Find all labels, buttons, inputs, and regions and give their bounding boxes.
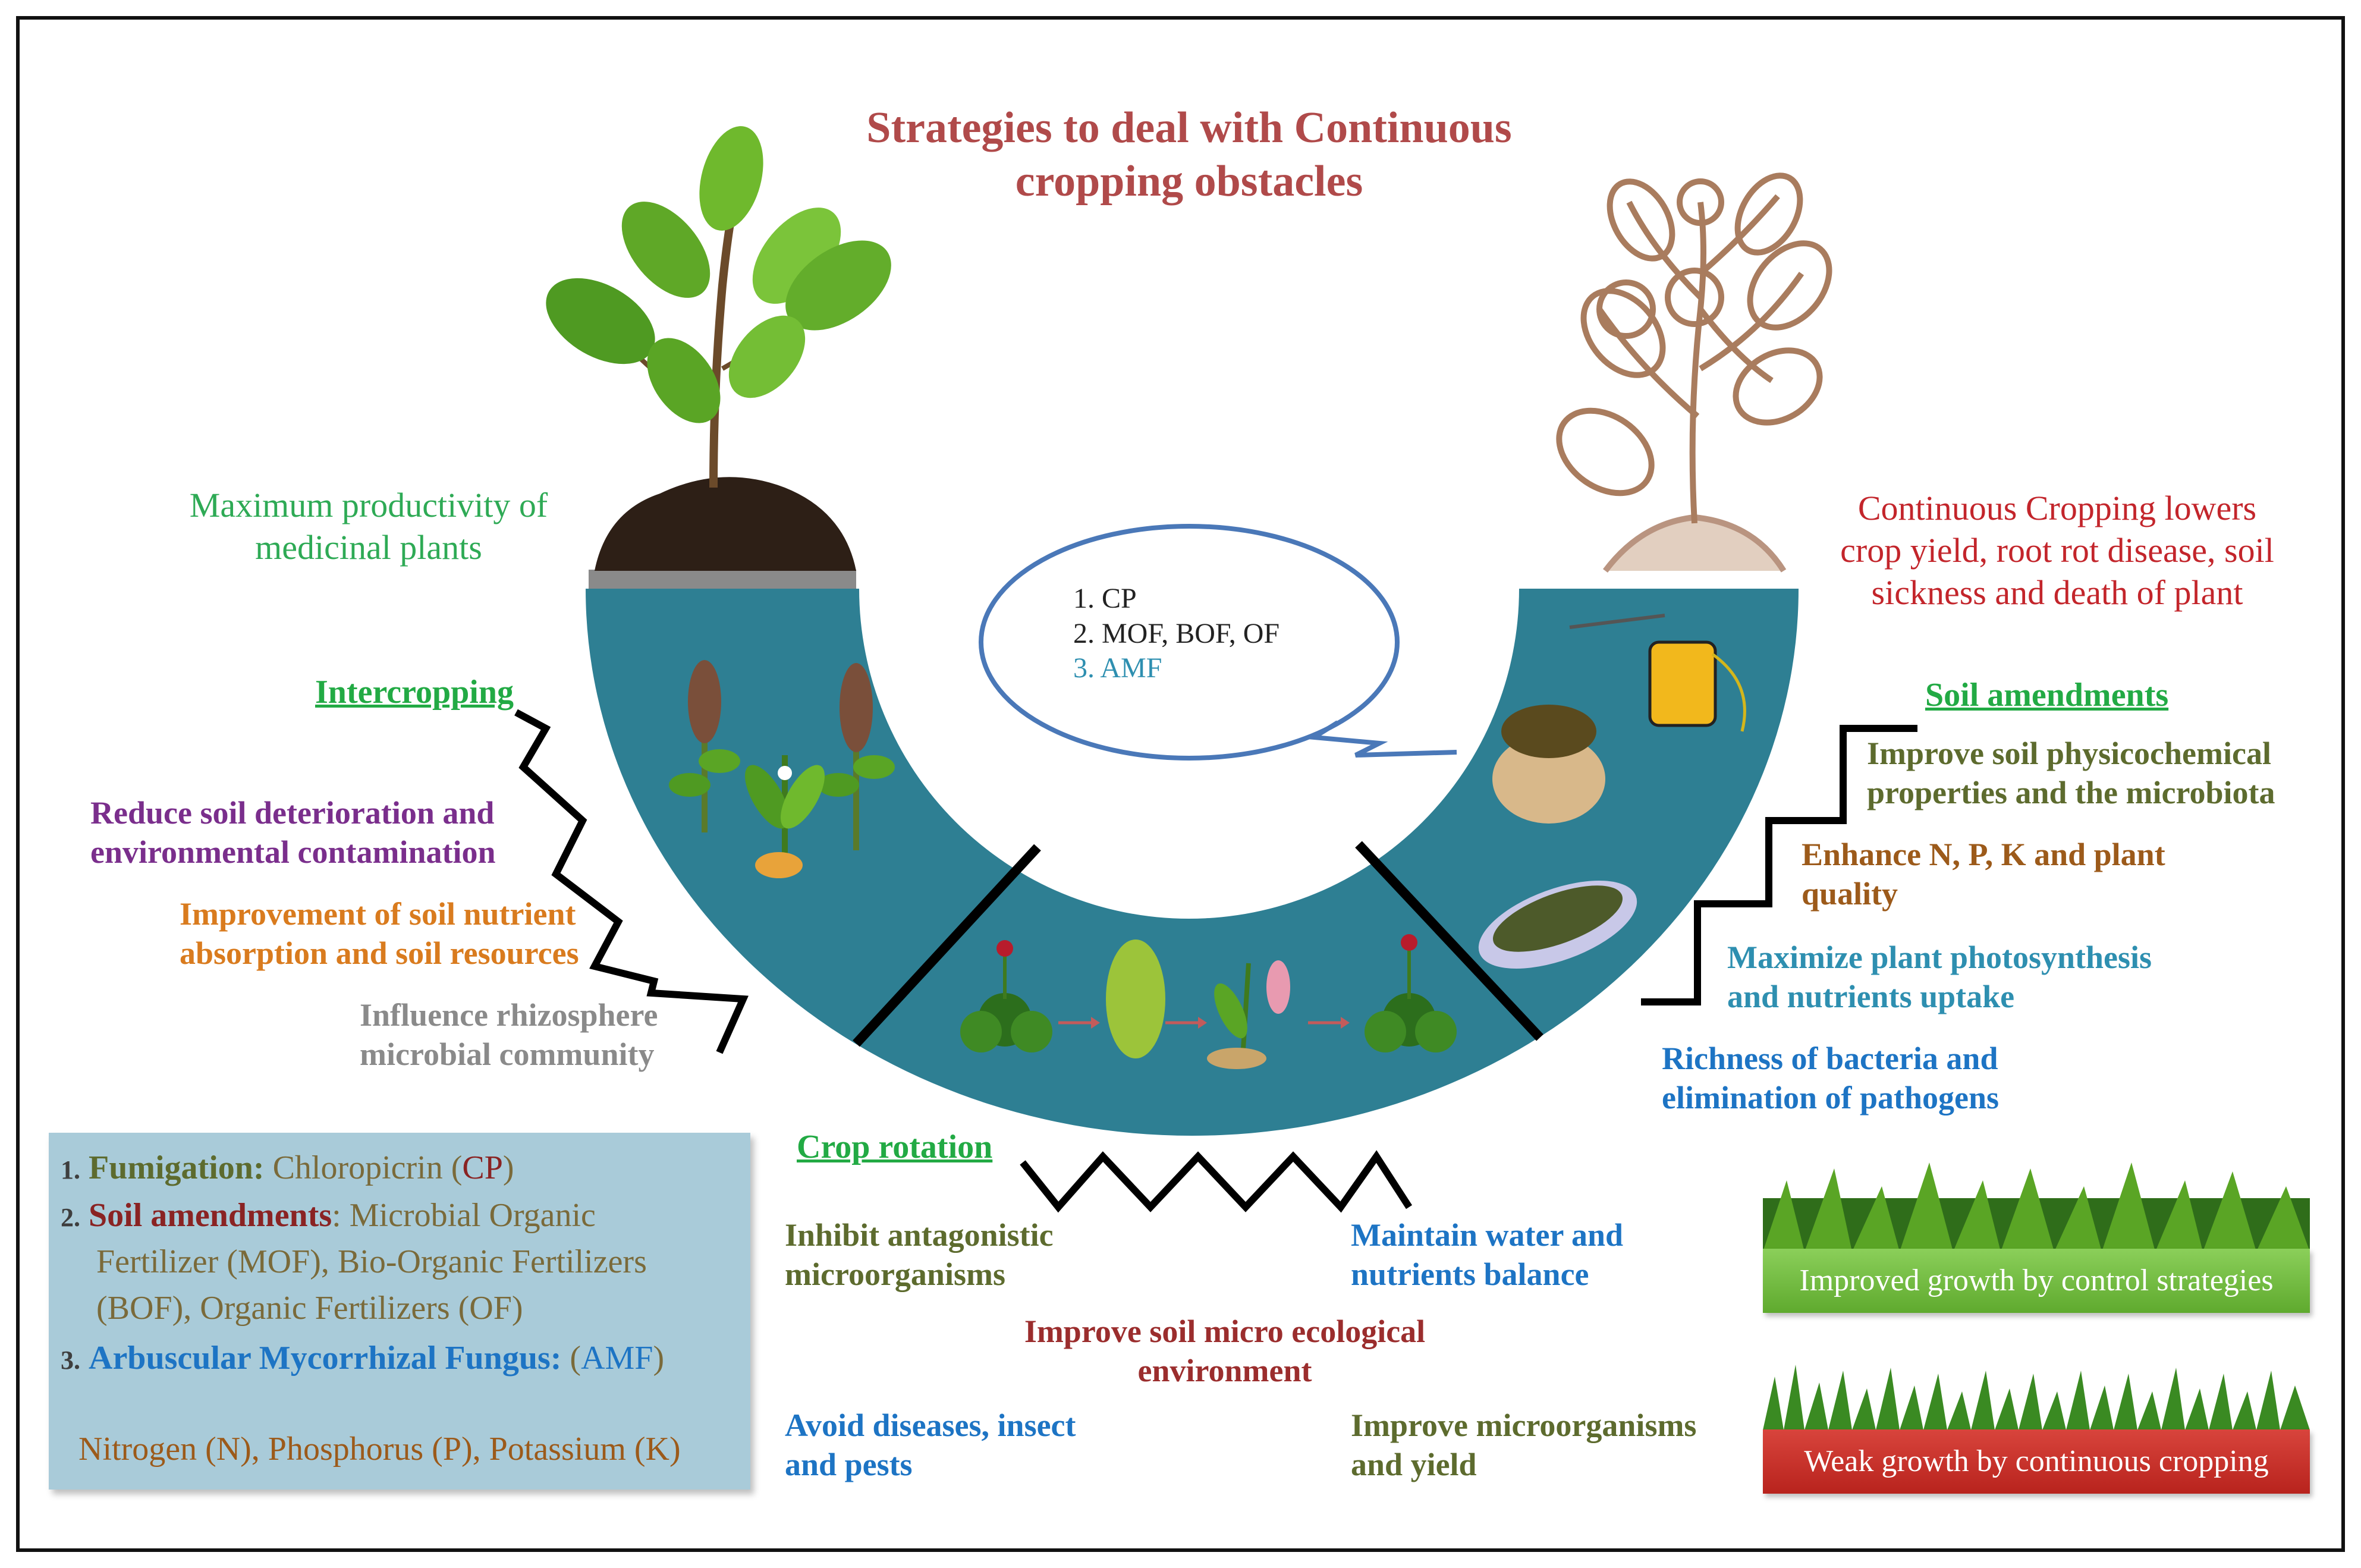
ring-divider-right [1355, 841, 1543, 1041]
soil-amendments-benefit-1: Improve soil physicochemical properties … [1867, 734, 2275, 813]
soil-amendments-benefit-4: Richness of bacteria and elimination of … [1662, 1039, 1999, 1118]
soil-amendments-staircase [1641, 725, 1917, 1005]
ellipse-item-3: 3. AMF [1073, 652, 1162, 684]
weak-growth-bar: Weak growth by continuous cropping [1763, 1429, 2310, 1494]
left-caption: Maximum productivity of medicinal plants [155, 485, 583, 569]
intercropping-benefit-1: Reduce soil deterioration and environmen… [90, 794, 496, 872]
benefit-line: and pests [785, 1446, 913, 1482]
legend-row-3: 3.Arbuscular Mycorrhizal Fungus: (AMF) [61, 1340, 665, 1377]
left-caption-line-1: Maximum productivity of [189, 486, 548, 524]
benefit-line: Inhibit antagonistic [785, 1217, 1054, 1253]
legend-row-1: 1.Fumigation: Chloropicrin (CP) [61, 1149, 514, 1186]
left-caption-line-2: medicinal plants [255, 527, 482, 567]
benefit-line: Maximize plant photosynthesis [1727, 939, 2152, 975]
healthy-plant-icon [546, 126, 891, 589]
ring-divider-left [853, 844, 1041, 1047]
semicircle-ring [586, 589, 1799, 1136]
right-caption-line-1: Continuous Cropping lowers [1857, 489, 2257, 527]
benefit-line: Improve soil physicochemical [1867, 736, 2271, 771]
legend-npk: Nitrogen (N), Phosphorus (P), Potassium … [78, 1431, 681, 1468]
legend-num: 1. [61, 1155, 80, 1184]
right-caption-line-2: crop yield, root rot disease, soil [1840, 530, 2274, 570]
benefit-line: Improve soil micro ecological [1024, 1314, 1426, 1349]
legend-key: Fumigation: [89, 1149, 265, 1186]
legend-value: Chloropicrin [272, 1149, 443, 1186]
weak-grass-icon [1763, 1365, 2310, 1430]
withered-plant-icon [1556, 172, 1832, 573]
soil-amendments-heading: Soil amendments [1925, 677, 2169, 714]
benefit-line: Richness of bacteria and [1662, 1041, 1998, 1076]
legend-abbr: CP [462, 1149, 503, 1186]
right-caption: Continuous Cropping lowers crop yield, r… [1784, 488, 2331, 614]
ellipse-list: 1. CP 2. MOF, BOF, OF 3. AMF [1073, 582, 1279, 686]
soil-amendments-benefit-2: Enhance N, P, K and plant quality [1802, 835, 2165, 914]
crop-rotation-benefit-3: Improve soil micro ecological environmen… [999, 1312, 1451, 1391]
benefit-line: absorption and soil resources [180, 935, 579, 971]
benefit-line: environmental contamination [90, 834, 496, 870]
intercropping-benefit-2: Improvement of soil nutrient absorption … [180, 895, 579, 973]
ellipse-item-1: 1. CP [1073, 583, 1137, 614]
diagram-title: Strategies to deal with Continuous cropp… [767, 101, 1611, 209]
legend-abbr: AMF [581, 1340, 653, 1377]
soil-amendments-benefit-3: Maximize plant photosynthesis and nutrie… [1727, 938, 2152, 1017]
healthy-grass-icon [1763, 1162, 2310, 1252]
speech-bubble [979, 524, 1457, 761]
title-line-1: Strategies to deal with Continuous [866, 103, 1512, 152]
benefit-line: microbial community [360, 1036, 655, 1072]
benefit-line: Influence rhizosphere [360, 997, 658, 1033]
legend-row-2: 2. Soil amendments: Microbial Organic [61, 1192, 727, 1239]
benefit-line: environment [1137, 1352, 1312, 1388]
legend-num: 3. [61, 1346, 80, 1375]
benefit-line: quality [1802, 875, 1898, 912]
crop-rotation-benefit-5: Improve microorganisms and yield [1351, 1406, 1696, 1485]
benefit-line: Avoid diseases, insect [785, 1407, 1076, 1443]
crop-rotation-benefit-2: Maintain water and nutrients balance [1351, 1216, 1623, 1294]
intercrop-plants-icon [669, 660, 895, 878]
intercropping-heading: Intercropping [315, 674, 514, 711]
benefit-line: and yield [1351, 1446, 1477, 1482]
legend-value: : Microbial Organic [332, 1197, 596, 1234]
legend-key: Soil amendments [89, 1197, 332, 1234]
crop-rotation-heading: Crop rotation [797, 1129, 993, 1165]
legend-key: Arbuscular Mycorrhizal Fungus: [89, 1340, 562, 1377]
benefit-line: Reduce soil deterioration and [90, 795, 495, 831]
benefit-line: Improvement of soil nutrient [180, 896, 576, 932]
benefit-line: microorganisms [785, 1256, 1005, 1292]
crop-rotation-benefit-1: Inhibit antagonistic microorganisms [785, 1216, 1054, 1294]
improved-growth-bar: Improved growth by control strategies [1763, 1249, 2310, 1313]
benefit-line: elimination of pathogens [1662, 1079, 2000, 1115]
benefit-line: Enhance N, P, K and plant [1802, 837, 2165, 872]
crop-rotation-sequence-icon [960, 934, 1457, 1069]
legend-num: 2. [61, 1203, 80, 1232]
right-caption-line-3: sickness and death of plant [1871, 573, 2243, 612]
soil-amendment-items-icon [1478, 614, 1746, 969]
crop-rotation-zigzag [1020, 1150, 1413, 1213]
benefit-line: nutrients balance [1351, 1256, 1589, 1292]
benefit-line: Maintain water and [1351, 1217, 1624, 1253]
benefit-line: properties and the microbiota [1867, 774, 2275, 810]
benefit-line: and nutrients uptake [1727, 978, 2015, 1014]
legend-row-2c: (BOF), Organic Fertilizers (OF) [96, 1290, 523, 1327]
benefit-line: Improve microorganisms [1351, 1407, 1697, 1443]
legend-row-2b: Fertilizer (MOF), Bio-Organic Fertilizer… [96, 1243, 647, 1280]
crop-rotation-benefit-4: Avoid diseases, insect and pests [785, 1406, 1076, 1485]
outer-frame [16, 16, 2345, 1552]
title-line-2: cropping obstacles [1015, 157, 1363, 206]
ellipse-item-2: 2. MOF, BOF, OF [1073, 617, 1280, 649]
intercropping-benefit-3: Influence rhizosphere microbial communit… [360, 996, 658, 1074]
intercropping-zigzag [514, 709, 749, 1054]
abbreviation-legend: 1.Fumigation: Chloropicrin (CP) 2.Soil a… [49, 1133, 750, 1490]
